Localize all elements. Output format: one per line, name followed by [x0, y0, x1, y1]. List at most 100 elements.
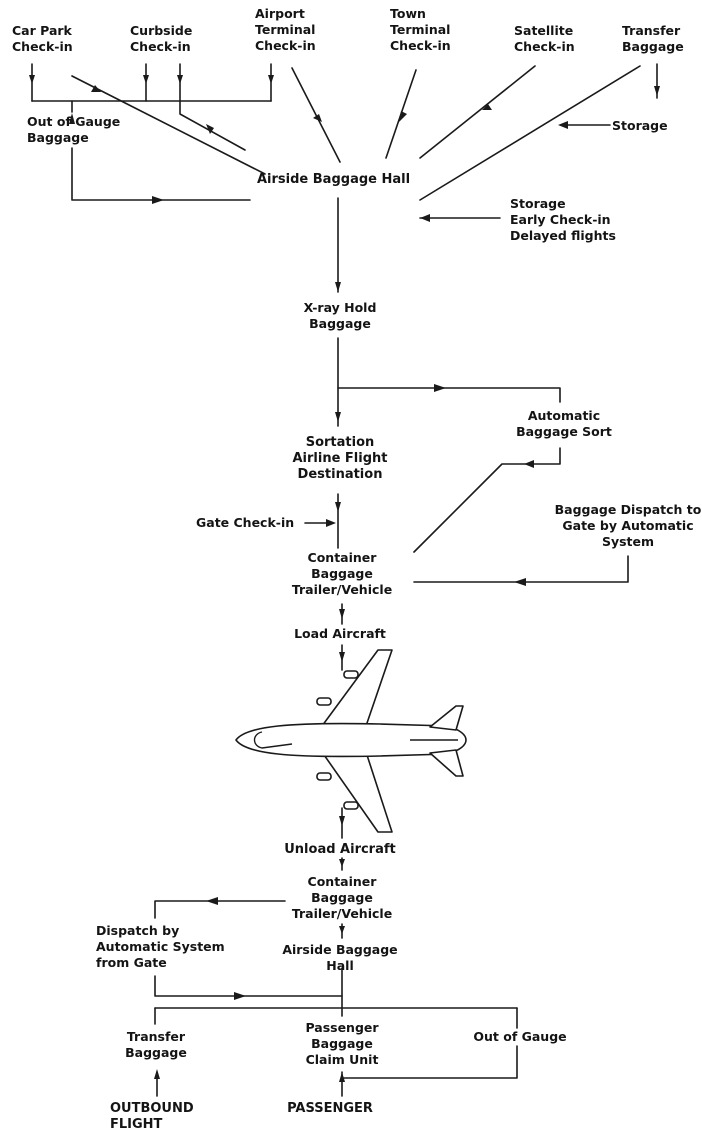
label-line: Dispatch by	[96, 923, 179, 938]
arrowhead	[339, 652, 345, 662]
arrowhead	[339, 926, 345, 934]
label-line: Check-in	[514, 39, 575, 54]
curbside-to-hall-line	[180, 101, 245, 150]
label-line: Satellite	[514, 23, 573, 38]
label-line: Check-in	[130, 39, 191, 54]
satellite-to-hall-line	[420, 66, 535, 158]
airplane-engine	[317, 773, 331, 780]
label-line: Early Check-in	[510, 212, 611, 227]
xray-to-auto-sort-line	[338, 388, 560, 402]
dispatch-to-hall-line	[155, 976, 342, 996]
label-line: Load Aircraft	[294, 626, 386, 641]
out-of-gauge-label: Out of Gauge	[473, 1029, 566, 1044]
label-line: Baggage	[309, 316, 371, 331]
label-line: Gate by Automatic	[562, 518, 693, 533]
passenger-label: PASSENGER	[287, 1101, 373, 1116]
label-line: Baggage	[622, 39, 684, 54]
label-line: Sortation	[306, 435, 375, 450]
label-line: Airport	[255, 6, 305, 21]
label-line: Trailer/Vehicle	[292, 906, 392, 921]
dispatch-to-gate-line	[414, 556, 628, 582]
gate-checkin-label: Gate Check-in	[196, 515, 294, 530]
arrowhead	[339, 859, 345, 867]
arrowhead	[335, 282, 341, 292]
label-line: Transfer	[127, 1029, 186, 1044]
label-line: Check-in	[255, 38, 316, 53]
label-line: Terminal	[255, 22, 315, 37]
arrowhead	[558, 121, 568, 129]
arrowhead	[420, 214, 430, 222]
arrowhead	[29, 75, 35, 84]
label-line: Baggage	[125, 1045, 187, 1060]
label-line: Check-in	[390, 38, 451, 53]
label-line: Gate Check-in	[196, 515, 294, 530]
label-line: Automatic System	[96, 939, 225, 954]
label-line: Baggage	[311, 566, 373, 581]
label-line: Out of Gauge	[27, 114, 120, 129]
arrowhead	[339, 609, 345, 619]
airplane-engine	[344, 671, 358, 678]
airport-terminal-to-hall-line	[292, 68, 340, 162]
airplane-tail-lower	[430, 750, 463, 776]
label-line: Claim Unit	[306, 1052, 379, 1067]
out-of-gauge-loop-line	[72, 148, 250, 200]
arrowhead	[399, 111, 407, 122]
arrowhead	[335, 502, 341, 512]
container-to-dispatch-line	[155, 901, 285, 918]
arrowhead	[434, 384, 446, 392]
airplane-lower-wing	[322, 752, 392, 832]
satellite-checkin-label: SatelliteCheck-in	[514, 23, 575, 54]
label-line: OUTBOUND	[110, 1101, 194, 1116]
label-line: X-ray Hold	[304, 300, 377, 315]
arrowhead	[339, 1072, 345, 1082]
label-line: Destination	[298, 467, 383, 482]
label-line: Passenger	[305, 1020, 379, 1035]
label-line: FLIGHT	[110, 1117, 163, 1132]
label-line: PASSENGER	[287, 1101, 373, 1116]
label-line: Transfer	[622, 23, 681, 38]
label-line: Terminal	[390, 22, 450, 37]
label-line: Container	[308, 874, 378, 889]
arrowhead	[152, 196, 164, 204]
arrowhead	[339, 816, 345, 826]
label-line: Baggage	[311, 1036, 373, 1051]
label-line: Baggage	[27, 130, 89, 145]
label-line: Airline Flight	[292, 451, 387, 466]
arrowhead	[313, 114, 322, 122]
arrowhead	[524, 460, 534, 468]
label-line: Automatic	[528, 408, 600, 423]
label-line: Storage	[510, 196, 566, 211]
label-line: from Gate	[96, 955, 167, 970]
airplane-icon	[236, 650, 466, 832]
transfer-to-hall-line	[420, 66, 640, 200]
label-line: System	[602, 534, 654, 549]
load-aircraft-label: Load Aircraft	[294, 626, 386, 641]
label-line: Check-in	[12, 39, 73, 54]
label-line: Baggage Dispatch to	[555, 502, 702, 517]
airplane-upper-wing	[322, 650, 392, 726]
arrowhead	[654, 86, 660, 96]
passenger-claim-unit-label: PassengerBaggageClaim Unit	[305, 1020, 379, 1067]
arrowhead	[143, 75, 149, 84]
airplane-tail-upper	[430, 706, 463, 730]
airplane-engine	[317, 698, 331, 705]
arrowhead	[335, 412, 341, 422]
label-line: Storage	[612, 118, 668, 133]
arrowhead	[514, 578, 526, 586]
